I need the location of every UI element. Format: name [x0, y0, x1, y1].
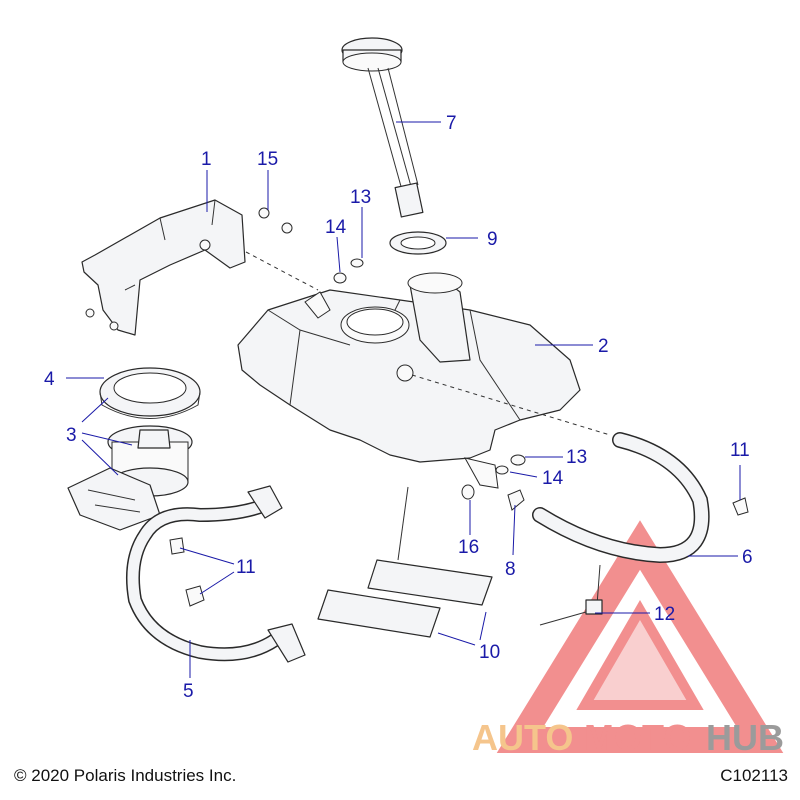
- watermark-moto-text: MOTO: [584, 717, 691, 758]
- callout-11: 11: [730, 440, 750, 461]
- fuel-line: [126, 485, 306, 663]
- gasket-ring: [389, 231, 447, 255]
- callout-13: 13: [350, 187, 371, 208]
- pump-lock-ring: [99, 367, 201, 419]
- callout-2: 2: [598, 336, 609, 357]
- callout-5: 5: [183, 681, 194, 702]
- copyright-text: © 2020 Polaris Industries Inc.: [14, 766, 237, 785]
- hardware-bolts: [85, 207, 749, 607]
- callout-labels: 1 15 13 14 7 9 2 4 3 13 14 11 16 8 6 11 …: [44, 113, 753, 702]
- fuel-cap-sender: [341, 37, 424, 218]
- callout-14: 14: [325, 217, 347, 238]
- vent-hose: [532, 432, 710, 564]
- callout-13: 13: [566, 447, 587, 468]
- watermark-auto-text: AUTO: [472, 717, 573, 758]
- callout-14: 14: [542, 468, 564, 489]
- callout-9: 9: [487, 229, 498, 250]
- leader-lines: [66, 121, 741, 678]
- callout-16: 16: [458, 537, 479, 558]
- callout-7: 7: [446, 113, 457, 134]
- diagram-code: C102113: [720, 766, 788, 785]
- fuel-pump-assembly: [67, 425, 193, 531]
- callout-3: 3: [66, 425, 77, 446]
- tank-bracket: [81, 199, 246, 336]
- callout-15: 15: [257, 149, 278, 170]
- watermark-logo: AUTO MOTO HUB: [472, 520, 784, 758]
- callout-6: 6: [742, 547, 753, 568]
- vent-valve: [539, 564, 603, 626]
- callout-1: 1: [201, 149, 212, 170]
- callout-10: 10: [479, 642, 500, 663]
- callout-12: 12: [654, 604, 675, 625]
- callout-8: 8: [505, 559, 516, 580]
- callout-4: 4: [44, 369, 55, 390]
- fuel-tank: [237, 272, 581, 489]
- alignment-line: [245, 251, 319, 291]
- callout-11: 11: [236, 557, 256, 578]
- watermark-hub-text: HUB: [706, 717, 784, 758]
- alignment-line: [411, 374, 611, 436]
- foam-pads: [317, 559, 493, 638]
